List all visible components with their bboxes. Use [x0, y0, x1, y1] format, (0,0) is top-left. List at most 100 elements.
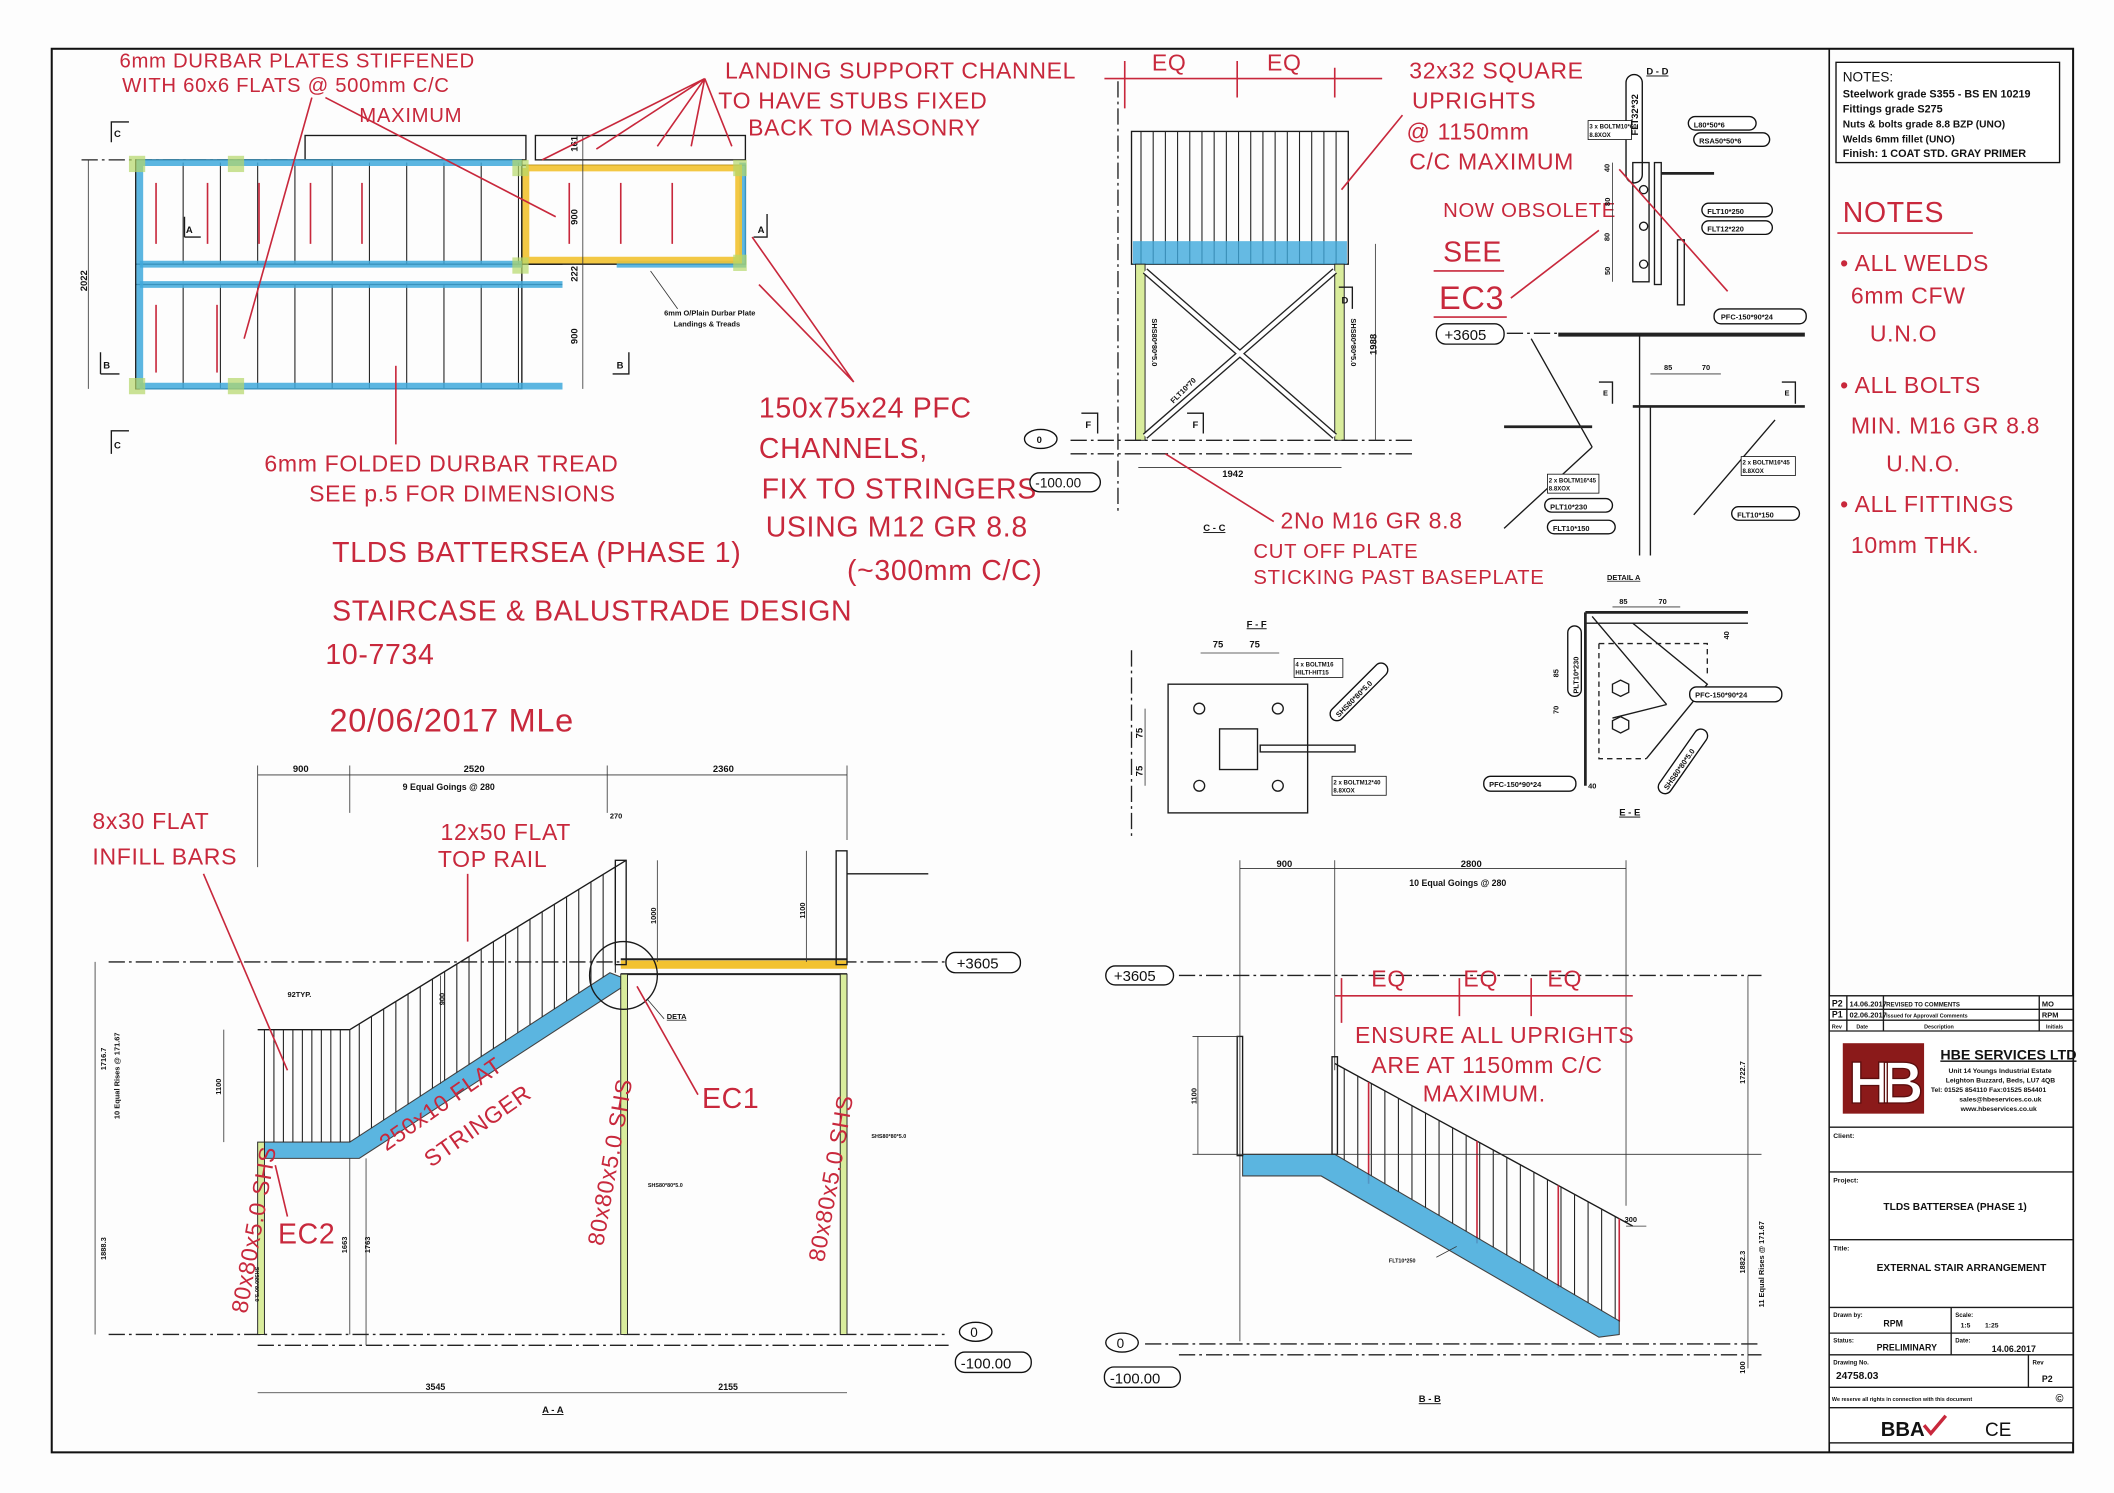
rev-value: P2	[2042, 1374, 2053, 1384]
drawn-by: RPM	[1883, 1318, 1903, 1328]
aa-dim: 1000	[649, 907, 658, 924]
markup-ec2: EC2	[278, 1219, 335, 1251]
markup-tread-line: 6mm FOLDED DURBAR TREAD	[264, 450, 618, 476]
note-line: Finish: 1 COAT STD. GRAY PRIMER	[1843, 148, 2026, 160]
ee-dim: 70	[1659, 597, 1667, 606]
markup-landing-line: LANDING SUPPORT CHANNEL	[725, 58, 1076, 84]
aa-level: 0	[970, 1325, 978, 1340]
project-name: TLDS BATTERSEA (PHASE 1)	[1883, 1202, 2026, 1213]
detail-a-label: PFC-150*90*24	[1721, 313, 1774, 322]
revision-row: P1 02.06.2017 Issued for Approval/ Comme…	[1832, 1009, 2059, 1019]
markup-toprail: 12x50 FLAT	[441, 819, 571, 845]
company-address: Unit 14 Youngs Industrial Estate	[1948, 1068, 2051, 1075]
rev-label: Rev	[2032, 1359, 2044, 1366]
rev-initials: RPM	[2042, 1010, 2059, 1019]
markup-landing-line: TO HAVE STUBS FIXED	[718, 87, 987, 113]
detail-a-label: FLT10*150	[1737, 511, 1774, 520]
cc-markup: EQ EQ 32x32 SQUARE UPRIGHTS @ 1150mm C/C…	[1104, 49, 1616, 589]
ee-dim: 70	[1551, 706, 1560, 714]
dd-dim: 80	[1603, 198, 1612, 206]
markup-obsolete: NOW OBSOLETE	[1443, 200, 1616, 222]
rev-description: REVISED TO COMMENTS	[1886, 1002, 1960, 1009]
bb-markup: EQ EQ EQ ENSURE ALL UPRIGHTS ARE AT 1150…	[1334, 965, 1634, 1106]
scale-value: 1:25	[1985, 1323, 1999, 1330]
level-tag: 0	[1037, 435, 1042, 446]
detail-a-level: +3605	[1444, 328, 1486, 344]
bb-dim-top: 2800	[1461, 859, 1482, 870]
markup-tread-line: SEE p.5 FOR DIMENSIONS	[309, 480, 616, 506]
markup-landing-line: BACK TO MASONRY	[748, 114, 981, 140]
ee-dim: 40	[1588, 781, 1596, 790]
section-title-bb: B - B	[1419, 1394, 1441, 1405]
project-label: Project:	[1833, 1178, 1858, 1185]
section-e-e: 85 70 85 70 40 40 PLT10*230 PFC-150*90*2…	[1483, 597, 1783, 819]
markup-shs: 80x80x5.0 SHS	[582, 1077, 637, 1248]
plan-dim: 900	[569, 328, 580, 344]
markup-pfc-line: 150x75x24 PFC	[759, 392, 972, 424]
handwritten-note-line: U.N.O	[1870, 320, 1937, 346]
aa-dim: 3545	[426, 1382, 446, 1392]
cc-shs-label: SHS80*80*5.0	[1349, 318, 1358, 366]
plan-treads	[155, 162, 674, 389]
section-marker-e: E	[1785, 389, 1790, 398]
plan-markup: 6mm DURBAR PLATES STIFFENED WITH 60x6 FL…	[119, 51, 1076, 587]
section-a-a: 900 2520 2360 9 Equal Goings @ 280 270 +…	[94, 764, 1032, 1416]
section-marker-e: E	[1603, 389, 1608, 398]
handwritten-notes-title: NOTES	[1843, 197, 1944, 229]
aa-dim: 900	[438, 993, 447, 1005]
revision-row: P2 14.06.2017 REVISED TO COMMENTS MO	[1832, 999, 2054, 1009]
note-line: Steelwork grade S355 - BS EN 10219	[1843, 89, 2031, 101]
detail-a-label: 2 x BOLTM16*45	[1743, 460, 1791, 467]
bb-dim: 1100	[1190, 1088, 1199, 1104]
bb-dim-top: 900	[1276, 859, 1292, 870]
status-label: Status:	[1833, 1338, 1854, 1345]
markup-pfc-line: (~300mm C/C)	[847, 555, 1042, 587]
drawing-no: 24758.03	[1836, 1371, 1879, 1382]
aa-dim: 1716.7	[99, 1048, 108, 1071]
markup-bolts-line: 2No M16 GR 8.8	[1281, 507, 1463, 533]
markup-pfc-line: CHANNELS,	[759, 433, 928, 465]
bb-level: +3605	[1114, 969, 1156, 985]
rev-date: 14.06.2017	[1850, 1000, 1887, 1009]
rights-notice: We reserve all rights in connection with…	[1832, 1397, 1972, 1403]
rev-date: 02.06.2017	[1850, 1010, 1887, 1019]
ee-label: PFC-150*90*24	[1695, 691, 1748, 700]
markup-ensure-line: ARE AT 1150mm C/C	[1371, 1052, 1603, 1078]
detail-a-label: 8.8XOX	[1549, 485, 1570, 492]
aa-dim-top: 900	[293, 764, 309, 775]
note-line: Nuts & bolts grade 8.8 BZP (UNO)	[1843, 119, 2005, 130]
section-title-cc: C - C	[1203, 523, 1225, 534]
section-marker-c: C	[114, 129, 121, 140]
markup-infill: 8x30 FLAT	[92, 808, 209, 834]
handwritten-note-line: • ALL FITTINGS	[1840, 491, 2014, 517]
dd-label: FLT32*32	[1630, 94, 1641, 135]
detail-a-label: 2 x BOLTM16*45	[1549, 477, 1597, 484]
plan-dim: 2022	[79, 270, 90, 291]
markup-uprights-line: UPRIGHTS	[1412, 87, 1536, 113]
company-address: Leighton Buzzard, Beds, LU7 4QB	[1946, 1077, 2056, 1084]
bb-dim: 1722.7	[1738, 1061, 1747, 1084]
section-title-ee: E - E	[1619, 808, 1640, 819]
detail-a-dim: 70	[1702, 363, 1710, 372]
aa-dim-top: 2520	[464, 764, 485, 775]
detail-a-dim: 85	[1664, 363, 1672, 372]
aa-dim: 92TYP.	[287, 990, 311, 999]
ff-label: 8.8XOX	[1333, 788, 1354, 795]
ee-dim: 40	[1722, 631, 1731, 639]
scale-label: Scale:	[1955, 1312, 1973, 1319]
section-marker-a: A	[186, 225, 193, 236]
eq-mark: EQ	[1152, 49, 1187, 75]
handwritten-note-line: 10mm THK.	[1851, 532, 1979, 558]
rev-code: P1	[1832, 1009, 1843, 1019]
bb-stringer-label: FLT10*250	[1389, 1259, 1416, 1265]
aa-shs-label: SHS80*80*5.0	[871, 1134, 906, 1140]
company-phone: Tel: 01525 854110 Fax:01525 854401	[1931, 1087, 2047, 1094]
notes-box: NOTES: Steelwork grade S355 - BS EN 1021…	[1835, 61, 2061, 164]
rev-code: P2	[1832, 999, 1843, 1009]
project-markup: TLDS BATTERSEA (PHASE 1) STAIRCASE & BAL…	[325, 537, 851, 738]
level-tag: -100.00	[1035, 476, 1081, 491]
ff-dim: 75	[1134, 728, 1145, 739]
ee-dim: 85	[1551, 669, 1560, 677]
aa-dim-top: 2360	[713, 764, 734, 775]
